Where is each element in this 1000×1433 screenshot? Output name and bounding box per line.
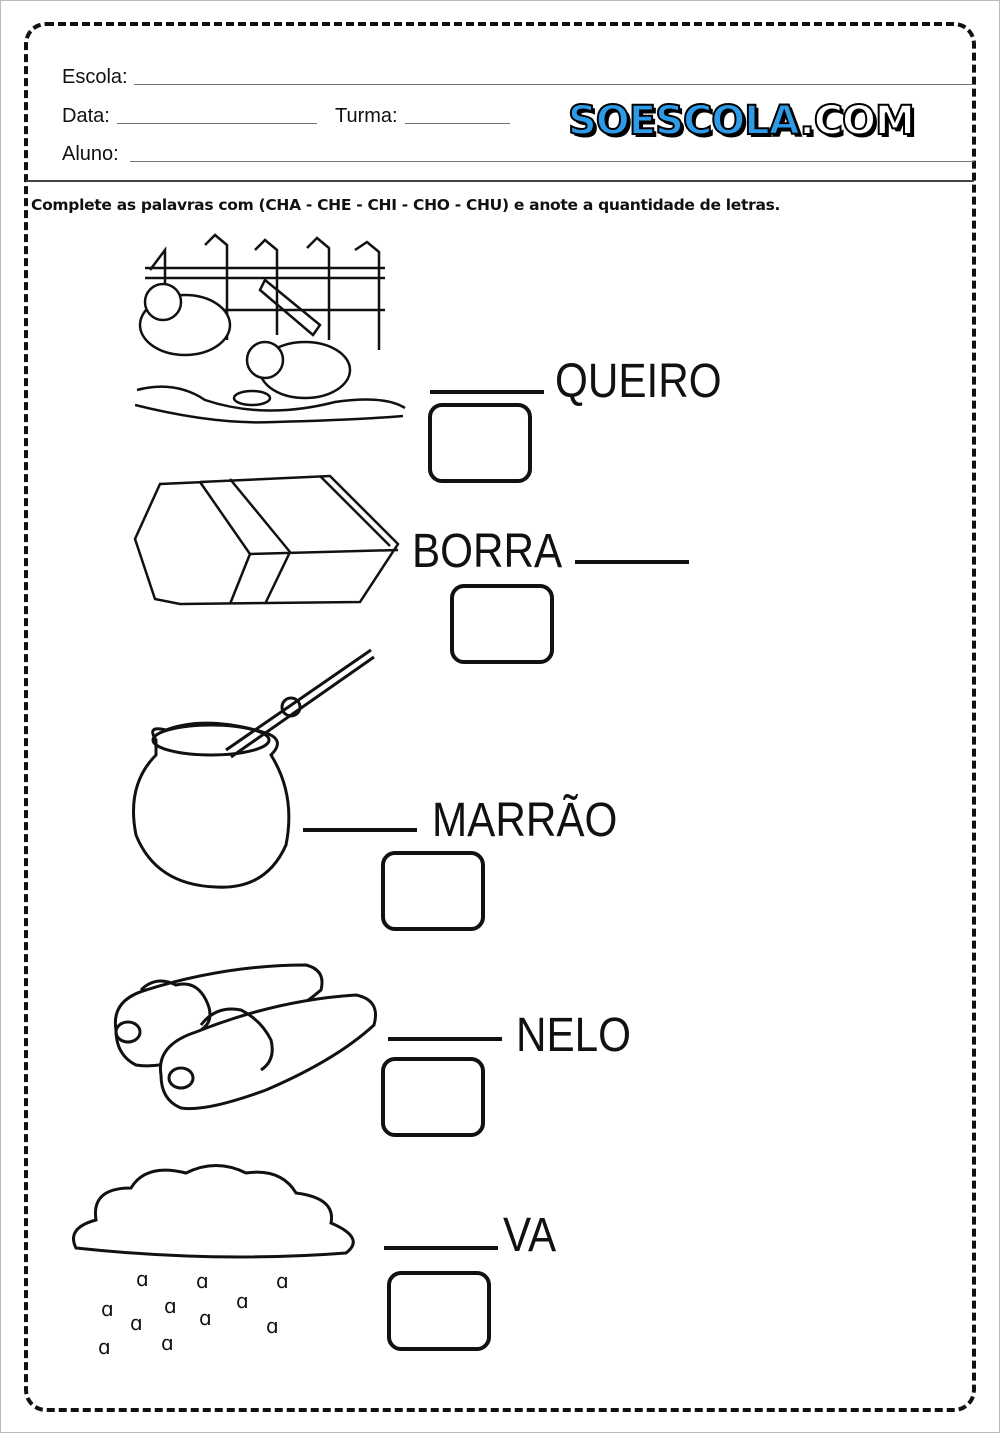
svg-text:ɑ: ɑ — [266, 1314, 279, 1338]
eraser-picture — [133, 474, 400, 606]
svg-text:ɑ: ɑ — [130, 1311, 143, 1335]
letter-count-box[interactable] — [381, 851, 485, 931]
letter-count-box[interactable] — [387, 1271, 491, 1351]
svg-text:ɑ: ɑ — [161, 1331, 174, 1355]
mate-gourd-picture — [132, 648, 375, 889]
class-label: Turma: — [335, 105, 398, 127]
svg-text:ɑ: ɑ — [101, 1297, 114, 1321]
date-field[interactable] — [117, 123, 317, 124]
svg-text:ɑ: ɑ — [276, 1269, 289, 1293]
word-fragment: BORRA — [412, 525, 563, 578]
word-fragment: VA — [503, 1209, 557, 1262]
svg-text:ɑ: ɑ — [98, 1335, 111, 1359]
logo: SOESCOLA.COM — [567, 97, 916, 145]
blank-line[interactable] — [303, 828, 417, 832]
class-field[interactable] — [405, 123, 510, 124]
blank-line[interactable] — [384, 1246, 498, 1250]
dashed-border — [24, 22, 976, 1412]
svg-text:ɑ: ɑ — [199, 1306, 212, 1330]
letter-count-box[interactable] — [450, 584, 554, 664]
letter-count-box[interactable] — [428, 403, 532, 483]
instruction: Complete as palavras com (CHA - CHE - CH… — [31, 196, 781, 214]
divider — [26, 180, 974, 182]
school-label: Escola: — [62, 66, 128, 88]
blank-line[interactable] — [430, 390, 544, 394]
student-field[interactable] — [130, 161, 974, 162]
blank-line[interactable] — [388, 1037, 502, 1041]
pigs-pen-picture — [135, 233, 406, 424]
svg-text:ɑ: ɑ — [196, 1269, 209, 1293]
letter-count-box[interactable] — [381, 1057, 485, 1137]
word-fragment: NELO — [516, 1009, 632, 1062]
svg-text:ɑ: ɑ — [136, 1267, 149, 1291]
word-fragment: QUEIRO — [555, 355, 722, 408]
svg-text:ɑ: ɑ — [236, 1289, 249, 1313]
student-label: Aluno: — [62, 143, 119, 165]
school-field[interactable] — [134, 84, 974, 85]
blank-line[interactable] — [575, 560, 689, 564]
slippers-picture — [113, 963, 377, 1111]
word-fragment: MARRÃO — [432, 794, 618, 847]
date-label: Data: — [62, 105, 110, 127]
svg-text:ɑ: ɑ — [164, 1294, 177, 1318]
